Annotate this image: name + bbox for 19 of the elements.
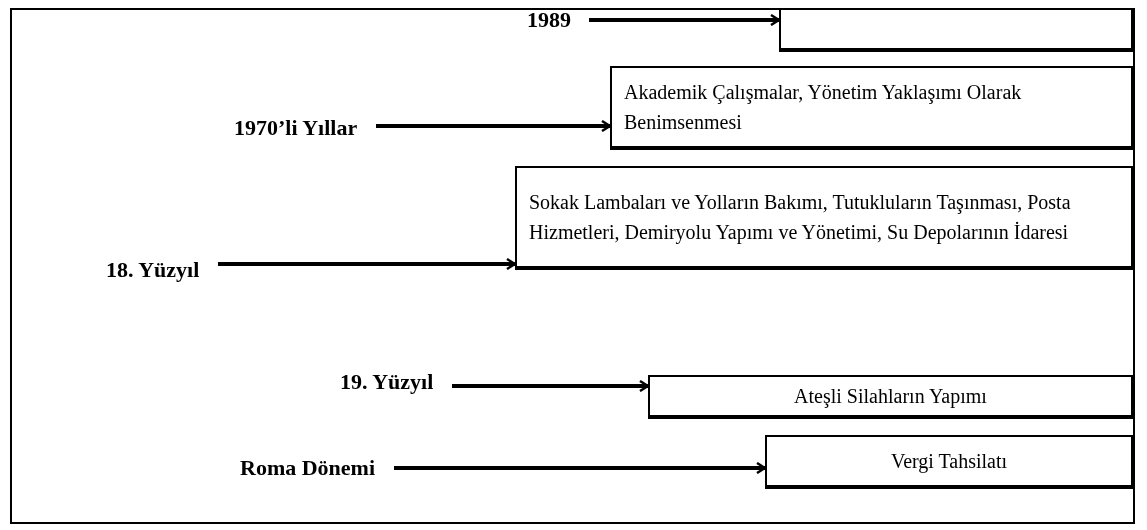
period-text: 1970’li Yıllar bbox=[234, 114, 358, 142]
event-text: Akademik Çalışmalar, Yönetim Yaklaşımı Olarak Benimsenmesi bbox=[624, 80, 1023, 135]
arrow bbox=[218, 257, 517, 271]
arrow bbox=[589, 13, 781, 27]
arrow bbox=[376, 119, 612, 133]
period-text: 19. Yüzyıl bbox=[340, 368, 434, 396]
event-text: Vergi Tahsilatı bbox=[890, 449, 1008, 475]
arrow bbox=[394, 461, 767, 475]
event-box bbox=[648, 375, 1135, 419]
period-text: 18. Yüzyıl bbox=[106, 256, 200, 284]
event-box bbox=[779, 8, 1135, 52]
period-text: Roma Dönemi bbox=[240, 454, 376, 482]
event-text: Sokak Lambaları ve Yolların Bakımı, Tutukluların Taşınması, Posta Hizmetleri, Demiryolu Yapımı ve Yönetimi, Su Depolarının İdaresi bbox=[529, 190, 1072, 246]
event-box bbox=[610, 66, 1135, 150]
event-text: Ateşli Silahların Yapımı bbox=[794, 384, 987, 410]
period-text: 1989 bbox=[527, 6, 571, 34]
arrow bbox=[452, 379, 650, 393]
event-box bbox=[515, 166, 1135, 270]
event-box bbox=[765, 435, 1135, 489]
